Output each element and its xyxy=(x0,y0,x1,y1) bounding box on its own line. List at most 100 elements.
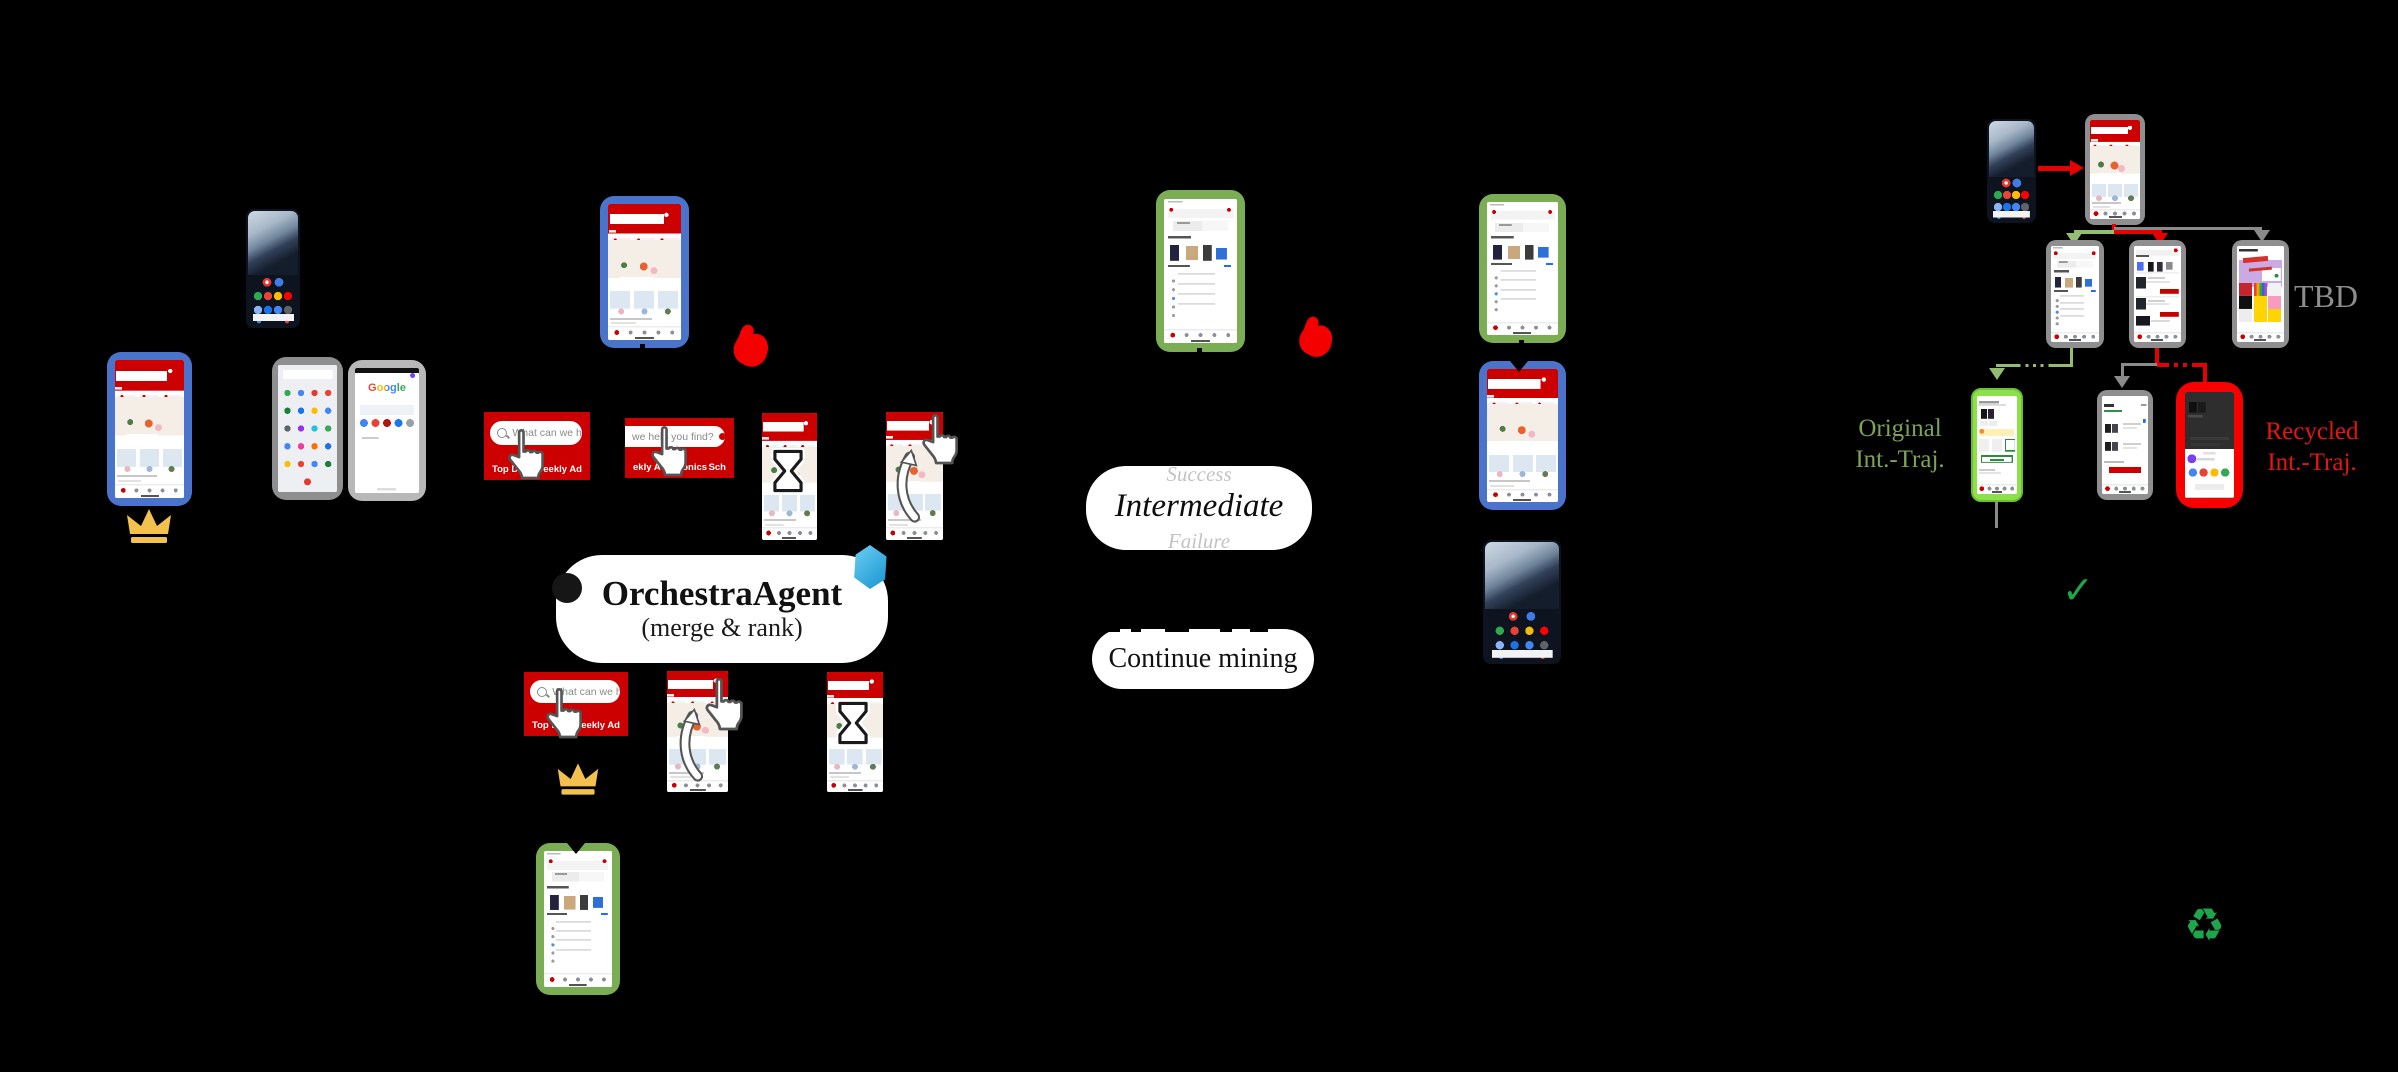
original-int-traj-label: Original Int.-Traj. xyxy=(1836,413,1964,475)
phone-branch-school xyxy=(2232,240,2289,348)
orchestra-agent-subtitle: (merge & rank) xyxy=(641,613,803,642)
link-fragment-c: Sch xyxy=(708,462,726,474)
target-home-mock xyxy=(114,360,185,498)
red-arrow-head xyxy=(2070,160,2084,176)
phone-branch-search xyxy=(2046,240,2104,348)
android-home-mock xyxy=(248,211,298,326)
chrome-mock: Google xyxy=(355,367,419,494)
connector-red-dashed xyxy=(2157,363,2207,367)
phone-cart-traj xyxy=(2097,390,2153,500)
connector-stem xyxy=(1519,340,1524,358)
connector-gray-stem xyxy=(1995,502,1998,528)
continue-mining-label: Continue mining xyxy=(1108,643,1298,674)
orchestra-agent-title: OrchestraAgent xyxy=(601,574,843,613)
original-line1: Original xyxy=(1858,415,1942,442)
search-placeholder: What can we help xyxy=(512,427,582,440)
arrow-down-into-result-phone xyxy=(563,838,589,854)
google-logo: Google xyxy=(355,382,419,394)
hourglass-icon xyxy=(771,448,805,494)
link-fragment-a: ekly A xyxy=(633,462,661,474)
search-bar: What can we help xyxy=(530,680,620,704)
outcome-success: Success xyxy=(1166,462,1232,486)
phone-replay-search xyxy=(1479,194,1566,343)
search-placeholder: What can we help xyxy=(552,685,620,698)
phone-tree-root-home xyxy=(2085,114,2145,225)
hand-cursor-icon xyxy=(508,429,544,480)
search-bar: What can we help xyxy=(490,420,582,446)
app-drawer-mock xyxy=(278,364,337,493)
phone-app-drawer xyxy=(272,357,343,500)
connector-green-dashed xyxy=(1996,364,2073,367)
connector-stem xyxy=(1197,348,1202,370)
arrow-down-into-replay-home xyxy=(1506,356,1532,372)
connector-gray xyxy=(2114,227,2262,230)
connector-red-stem xyxy=(2203,363,2207,385)
target-search-mock xyxy=(1486,202,1559,335)
gray-arrow-head xyxy=(2254,230,2270,242)
target-search-mock xyxy=(1164,198,1237,344)
search-icon xyxy=(497,428,508,439)
cart-page-mock xyxy=(2102,396,2148,494)
close-icon xyxy=(718,433,726,441)
red-drop-icon xyxy=(1299,316,1333,357)
hand-cursor-icon xyxy=(705,677,743,731)
phone-target-home-root xyxy=(600,196,689,348)
gray-arrow-head xyxy=(2114,376,2130,388)
search-icon xyxy=(537,686,548,697)
continue-mining-callout: Continue mining xyxy=(1092,629,1314,689)
swipe-arrow-icon xyxy=(896,448,921,523)
product-page-mock xyxy=(1977,396,2017,494)
tbd-label: TBD xyxy=(2294,278,2358,314)
link-top-deals: Top De xyxy=(492,463,524,475)
hand-cursor-icon xyxy=(922,414,958,465)
phone-chrome-page: Google xyxy=(348,360,426,501)
recycle-icon: ♻ xyxy=(2184,898,2226,952)
phone-android-home-seed xyxy=(246,209,300,328)
connector-red xyxy=(2114,230,2162,234)
original-line2: Int.-Traj. xyxy=(1855,446,1945,473)
link-top-deals: Top De xyxy=(532,719,564,731)
crown-icon xyxy=(557,763,599,795)
phone-recycled-traj xyxy=(2176,382,2243,508)
connector-gray-stem xyxy=(2121,363,2124,377)
share-sheet-mock xyxy=(2184,392,2235,498)
connector-stem xyxy=(640,344,645,366)
hand-cursor-icon xyxy=(651,426,687,477)
phone-android-home-replay xyxy=(1483,540,1561,664)
android-home-mock xyxy=(1485,542,1559,662)
target-search-mock xyxy=(2051,245,2099,343)
connector-green-stem xyxy=(2070,348,2073,366)
phone-branch-results xyxy=(2129,240,2186,348)
target-home-mock xyxy=(1486,369,1559,502)
hourglass-icon xyxy=(836,700,870,746)
outcome-intermediate: Intermediate xyxy=(1114,488,1284,524)
target-search-mock xyxy=(543,851,613,987)
recycled-line1: Recycled xyxy=(2265,418,2359,445)
link-weekly-ad: Weekly Ad xyxy=(534,463,582,475)
search-placeholder: we help you find? xyxy=(632,430,714,443)
android-home-mock xyxy=(1989,121,2034,221)
target-home-mock xyxy=(2090,120,2140,219)
connector-green xyxy=(2074,230,2114,234)
search-widget-candidate-1: What can we help Top De Weekly Ad xyxy=(484,412,590,480)
hand-cursor-icon xyxy=(546,688,582,739)
phone-original-traj xyxy=(1971,388,2023,502)
orchestra-agent-callout: OrchestraAgent (merge & rank) xyxy=(556,555,888,663)
outcome-failure: Failure xyxy=(1167,529,1231,553)
screenshot-wait-candidate xyxy=(762,413,817,540)
check-icon: ✓ xyxy=(2062,568,2094,612)
red-arrow-line xyxy=(2038,166,2072,171)
target-home-mock xyxy=(608,204,681,340)
phone-target-home-selected xyxy=(107,352,192,506)
phone-replay-home xyxy=(1479,361,1566,510)
crown-icon xyxy=(127,509,171,543)
phone-intermediate-state xyxy=(1156,190,1245,352)
red-drop-icon xyxy=(733,324,769,367)
clipped-text-fragments xyxy=(1100,618,1305,632)
recycled-line2: Int.-Traj. xyxy=(2267,449,2357,476)
swipe-arrow-icon xyxy=(679,707,704,782)
search-results-mock xyxy=(2134,245,2181,343)
recycled-int-traj-label: Recycled Int.-Traj. xyxy=(2246,416,2378,478)
search-bar: we help you find? xyxy=(625,425,726,448)
connector-red-stem xyxy=(2155,348,2159,366)
